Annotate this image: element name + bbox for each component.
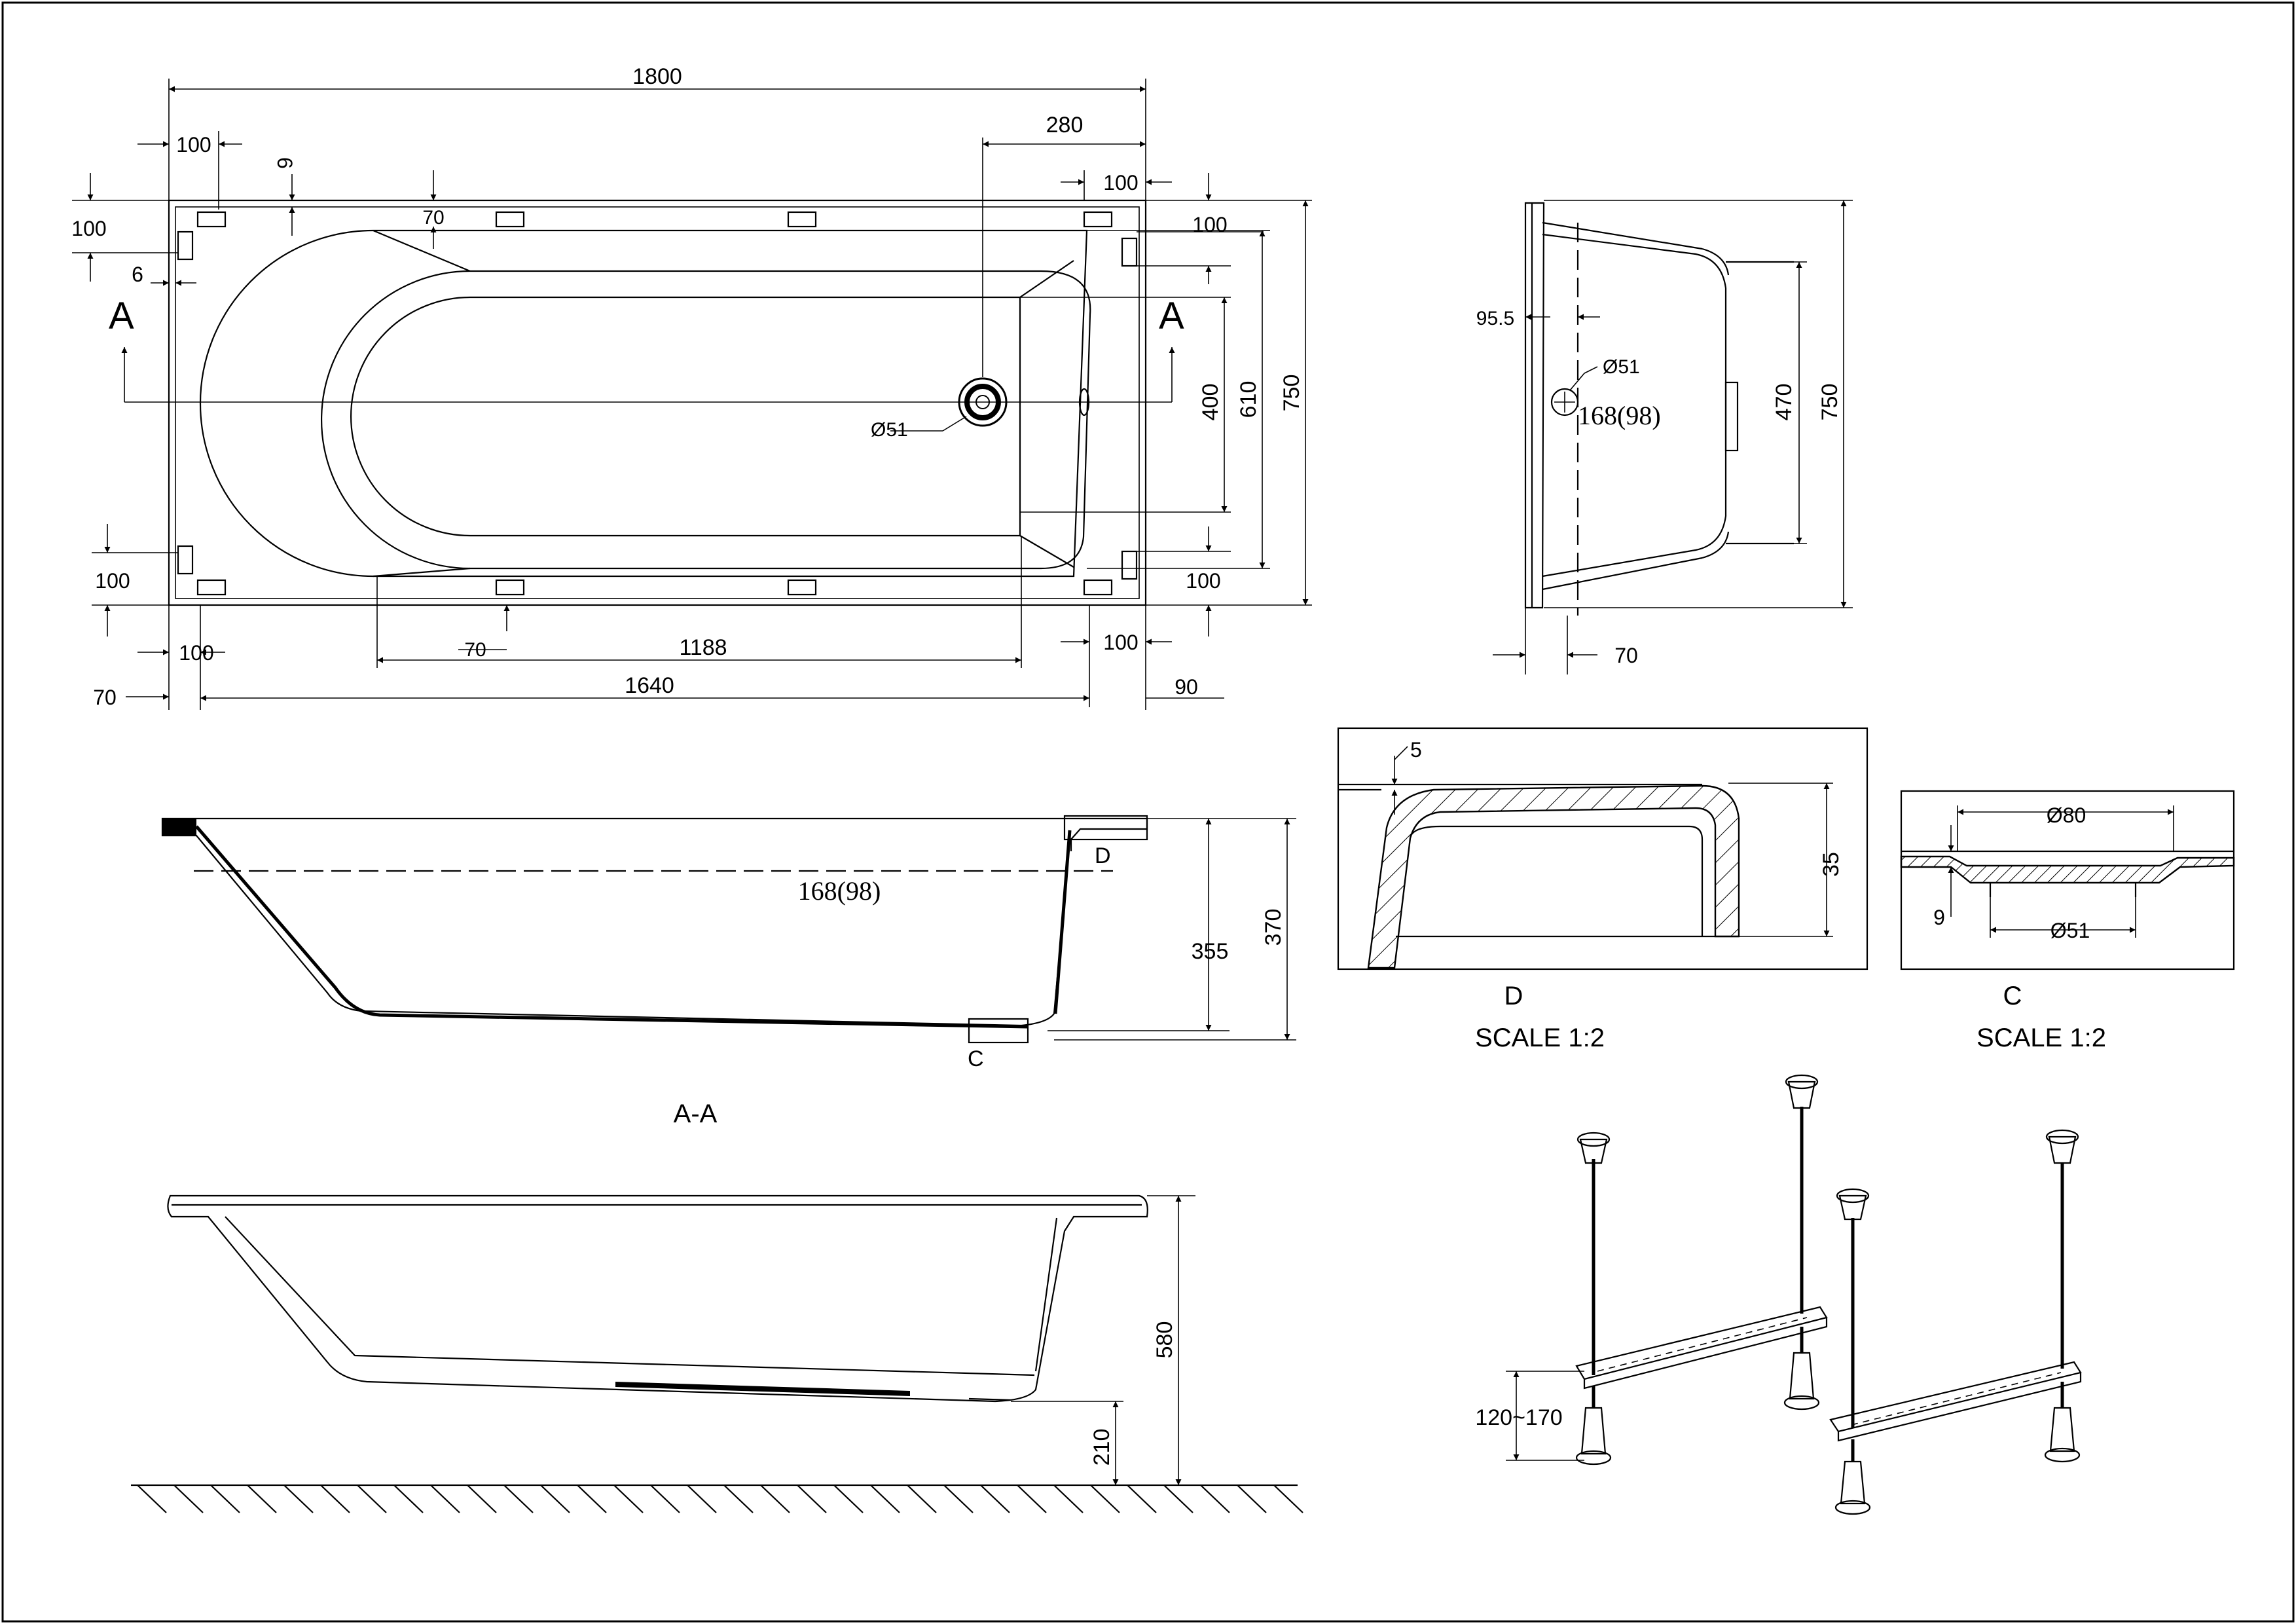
dim-bottom-width: 400 xyxy=(1198,384,1223,421)
detail-d-letter: D xyxy=(1504,982,1523,1010)
section-detail-c-marker: C xyxy=(968,1046,984,1071)
section-aa: 168(98) D C 355 370 A-A xyxy=(161,815,1296,1128)
detail-c-dia-51: Ø51 xyxy=(2050,919,2090,942)
end-view-overall-width: 750 xyxy=(1817,384,1842,421)
floor-hatch-stroke xyxy=(687,1485,717,1513)
detail-c-dim-9: 9 xyxy=(1933,906,1945,929)
floor-hatch-stroke xyxy=(577,1485,607,1513)
dim-bottom-left-70: 70 xyxy=(93,686,117,709)
floor-hatch-stroke xyxy=(540,1485,570,1513)
section-detail-d-marker: D xyxy=(1095,843,1111,868)
floor-hatch-stroke xyxy=(907,1485,937,1513)
plan-view: A A 1800 280 100 6 70 100 100 xyxy=(71,64,1312,710)
floor-hatch-stroke xyxy=(613,1485,644,1513)
floor-hatch-stroke xyxy=(870,1485,900,1513)
end-view-rim-70: 70 xyxy=(1614,644,1638,667)
dim-top-left-100: 100 xyxy=(176,133,211,157)
side-view-height: 580 xyxy=(1152,1321,1177,1359)
dim-inner-width: 610 xyxy=(1236,381,1261,418)
floor-hatch-stroke xyxy=(760,1485,790,1513)
detail-c-scale: SCALE 1:2 xyxy=(1977,1024,2106,1052)
end-view-offset: 95.5 xyxy=(1476,308,1514,329)
dim-right-100-top: 100 xyxy=(1192,213,1227,236)
floor-hatch-stroke xyxy=(173,1485,204,1513)
floor-hatch-stroke xyxy=(430,1485,460,1513)
floor-hatch-stroke xyxy=(210,1485,240,1513)
end-view-drain xyxy=(1550,388,1579,416)
detail-d-scale: SCALE 1:2 xyxy=(1475,1024,1605,1052)
end-view-inner-width: 470 xyxy=(1772,384,1796,421)
end-view: Ø51 168(98) 95.5 470 750 70 xyxy=(1476,200,1853,674)
section-dim-355: 355 xyxy=(1192,939,1229,964)
floor-hatch-stroke xyxy=(1273,1485,1303,1513)
floor-hatch-stroke xyxy=(1200,1485,1230,1513)
section-title: A-A xyxy=(674,1099,718,1128)
section-depth-label: 168(98) xyxy=(798,876,881,906)
dim-left-100-bottom: 100 xyxy=(95,569,130,593)
floor-hatch-stroke xyxy=(1127,1485,1157,1513)
detail-c: Ø80 Ø51 9 C SCALE 1:2 xyxy=(1900,790,2235,1052)
dim-overall-width: 750 xyxy=(1279,375,1304,412)
dim-bottom-length: 1188 xyxy=(679,635,727,660)
leg-frame-2 xyxy=(1829,1129,2082,1515)
floor-hatch-stroke xyxy=(650,1485,680,1513)
leg-frame-1 xyxy=(1575,1074,1828,1466)
legs-adjust-range: 120~170 xyxy=(1475,1405,1562,1430)
dim-left-100-top: 100 xyxy=(71,217,106,240)
floor-hatch-stroke xyxy=(723,1485,754,1513)
dim-top-70: 70 xyxy=(422,207,444,229)
floor-hatch-stroke xyxy=(467,1485,497,1513)
leg-frames: 120~170 xyxy=(1475,1074,2082,1515)
detail-d-dim-5: 5 xyxy=(1410,738,1422,762)
floor-hatch-stroke xyxy=(247,1485,277,1513)
floor-hatch-stroke xyxy=(943,1485,974,1513)
dim-drain-offset: 280 xyxy=(1046,113,1084,138)
floor-hatch-stroke xyxy=(1090,1485,1120,1513)
floor-hatch-stroke xyxy=(797,1485,827,1513)
floor-hatch-stroke xyxy=(320,1485,350,1513)
dim-bottom-70: 70 xyxy=(464,639,486,661)
side-view-clearance: 210 xyxy=(1089,1429,1114,1466)
floor-hatch-stroke xyxy=(283,1485,314,1513)
floor-hatch-stroke xyxy=(980,1485,1010,1513)
dim-inner-length: 1640 xyxy=(625,673,674,698)
end-view-drain-label: Ø51 xyxy=(1603,356,1640,378)
plan-drain-label: Ø51 xyxy=(871,419,908,441)
section-marker-right: A xyxy=(1159,295,1184,337)
floor-hatch-stroke xyxy=(833,1485,864,1513)
floor-hatch-stroke xyxy=(503,1485,534,1513)
floor-hatch-stroke xyxy=(1053,1485,1084,1513)
side-view: 580 210 xyxy=(131,1194,1303,1513)
dim-top-left-6: 6 xyxy=(273,157,297,169)
floor-hatch xyxy=(137,1485,1303,1513)
floor-hatch-stroke xyxy=(1163,1485,1194,1513)
end-view-depth-label: 168(98) xyxy=(1578,401,1661,430)
floor-hatch-stroke xyxy=(137,1485,167,1513)
dim-overall-length: 1800 xyxy=(632,64,682,89)
floor-hatch-stroke xyxy=(1017,1485,1047,1513)
detail-c-letter: C xyxy=(2003,982,2022,1010)
detail-d-dim-35: 35 xyxy=(1819,852,1844,877)
detail-c-dia-80: Ø80 xyxy=(2047,803,2086,827)
dim-bottom-left-100: 100 xyxy=(179,641,213,665)
dim-top-right-100: 100 xyxy=(1103,171,1138,194)
floor-hatch-stroke xyxy=(357,1485,387,1513)
dim-bottom-right-100: 100 xyxy=(1103,631,1138,654)
dim-left-6: 6 xyxy=(132,263,143,286)
floor-hatch-stroke xyxy=(1237,1485,1267,1513)
floor-hatch-stroke xyxy=(393,1485,424,1513)
section-dim-370: 370 xyxy=(1261,909,1286,946)
section-marker-left: A xyxy=(109,295,134,337)
detail-d: 35 5 D SCALE 1:2 xyxy=(1337,727,1868,1052)
dim-right-100-bottom: 100 xyxy=(1186,569,1220,593)
dim-bottom-right-90: 90 xyxy=(1175,675,1198,699)
